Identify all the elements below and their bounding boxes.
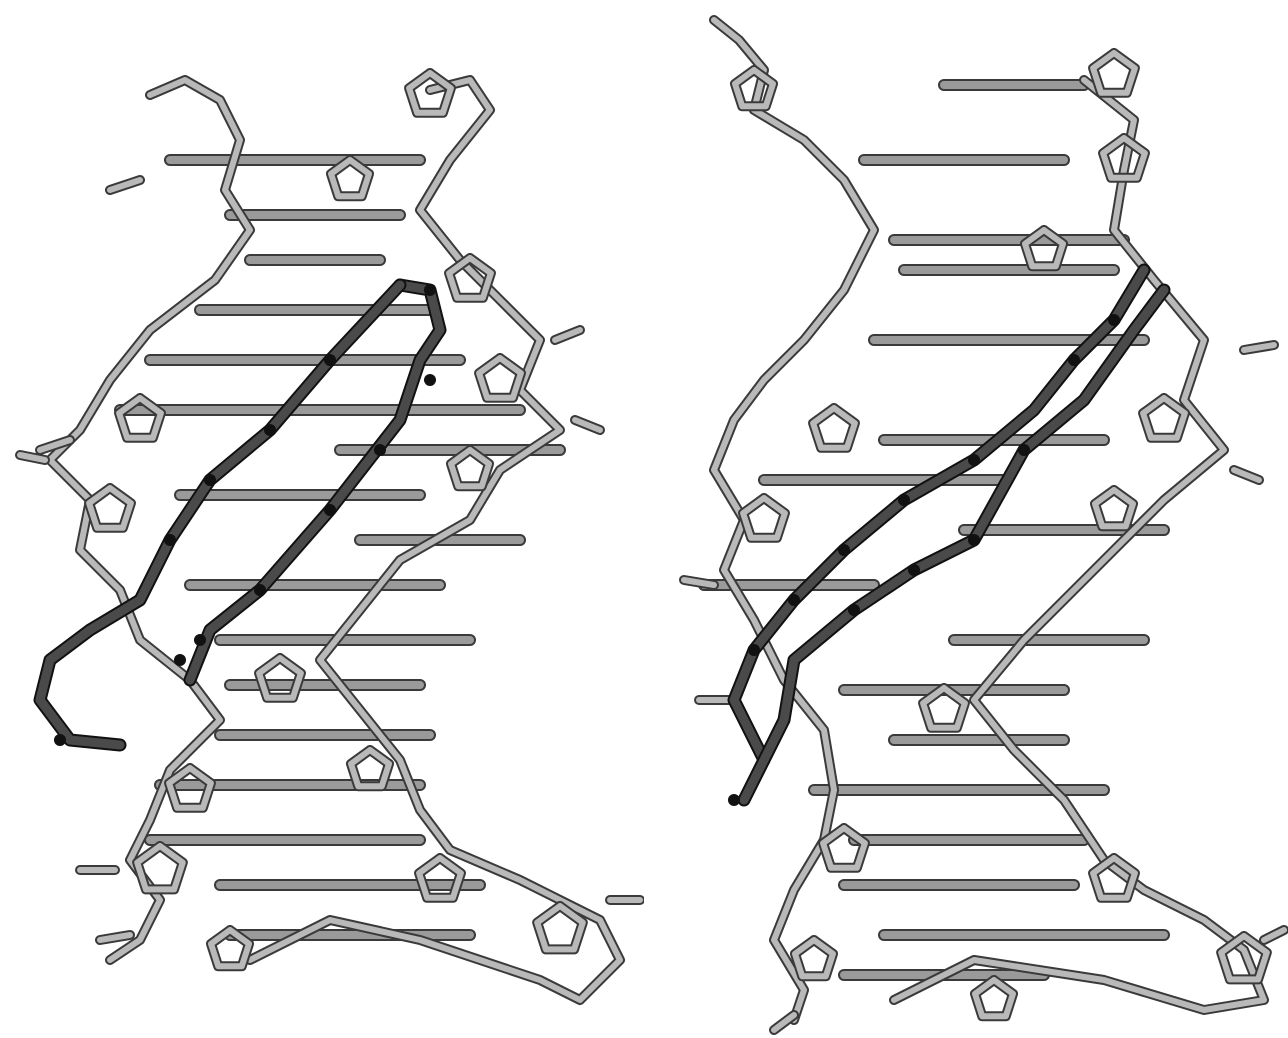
ligand-atom [324,354,336,366]
ligand-atom [728,794,740,806]
right-structure-group [679,15,1288,1035]
ligand-atom [254,584,266,596]
backbone-strand [247,77,623,1003]
sugar-ring [1140,395,1188,441]
sugar-ring [208,927,252,970]
ligand-chain [35,280,405,750]
substituent-bond [1231,467,1262,483]
sugar-ring [972,977,1016,1020]
ligand-atom [374,444,386,456]
ligand-atom [788,594,800,606]
sugar-ring [1090,855,1138,901]
substituent-bond [97,932,133,943]
ligand-atom [424,374,436,386]
right-dna-helix-model [679,15,1288,1035]
sugar-ring [256,655,304,701]
substituent-bond [572,417,603,433]
sugar-ring [416,855,464,901]
sugar-ring [1218,933,1270,983]
ligand-atom [748,644,760,656]
sugar-ring [534,903,586,953]
sugar-ring [1090,50,1138,96]
sugar-ring [448,447,492,490]
ligand-atom [1018,444,1030,456]
ligand-atom [838,544,850,556]
sugar-ring [732,67,776,110]
ligand-atom [164,534,176,546]
ligand-atom [968,454,980,466]
left-dna-helix-model [15,68,644,1005]
ligand-atom [204,474,216,486]
ligand-atom [54,734,66,746]
ligand-atom [968,534,980,546]
ligand-atom [898,494,910,506]
ligand-chain [739,285,1169,805]
right-molecular-model-panel [644,0,1288,1038]
substituent-bond [17,452,48,463]
sugar-ring [820,825,868,871]
substituent-bond [552,327,583,343]
ligand-atom [1108,314,1120,326]
ligand-atom [424,284,436,296]
left-structure-group [15,68,644,1005]
sugar-ring [166,765,214,811]
sugar-ring [406,70,454,116]
backbone-strand [711,17,877,1023]
left-molecular-model-panel [15,68,644,1005]
ligand-atom [174,654,186,666]
ligand-atom [1068,354,1080,366]
sugar-ring [920,685,968,731]
ligand-atom [194,634,206,646]
substituent-bond [1261,927,1287,943]
sugar-ring [810,405,858,451]
substituent-bond [771,1012,797,1033]
ligand-chain [185,280,445,685]
ligand-atom [264,424,276,436]
sugar-ring [348,747,392,790]
sugar-ring [86,485,134,531]
sugar-ring [476,355,524,401]
substituent-bond [681,577,717,588]
ligand-atom [908,564,920,576]
sugar-ring [792,937,836,980]
ligand-atom [324,504,336,516]
substituent-bond [37,437,73,453]
backbone-strand-outline [45,75,255,965]
sugar-ring [328,157,372,200]
sugar-ring [1100,135,1148,181]
substituent-bond [107,177,143,193]
sugar-ring [116,395,164,441]
ligand-atom [848,604,860,616]
sugar-ring [1022,227,1066,270]
sugar-ring [740,495,788,541]
sugar-ring [134,843,186,893]
substituent-bond [1241,342,1277,353]
sugar-ring [446,255,494,301]
sugar-ring [1092,487,1136,530]
